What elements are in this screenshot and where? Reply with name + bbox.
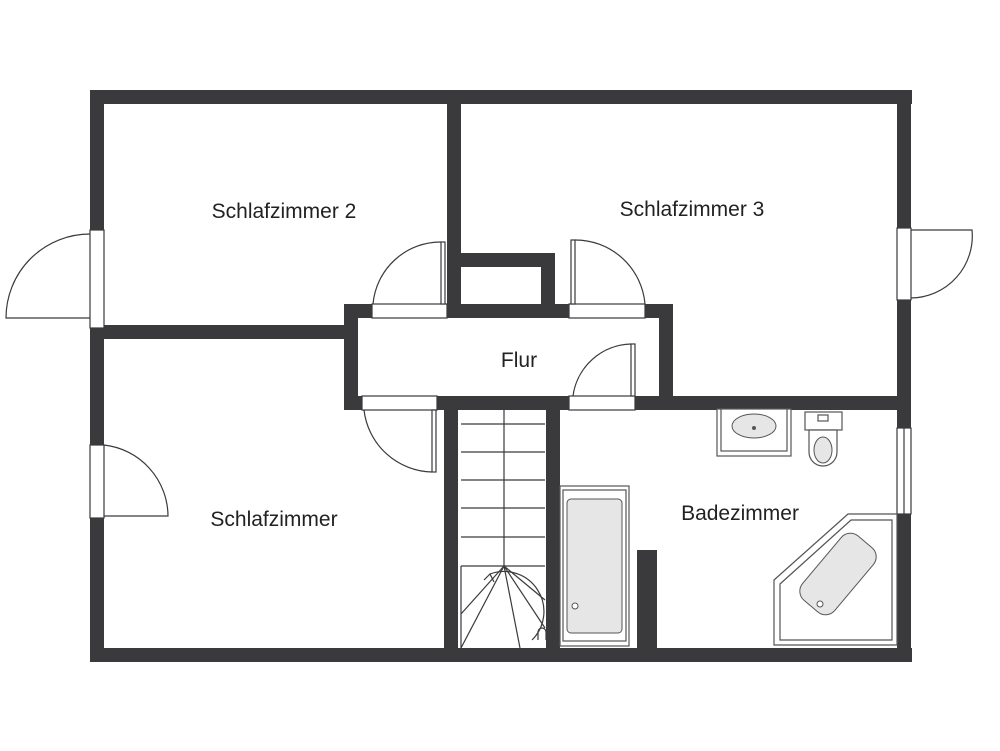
wall-bath-top (635, 396, 911, 410)
wall-left-lower (90, 518, 104, 662)
washbasin-icon (716, 408, 792, 457)
stair-start-mark (537, 627, 557, 640)
wall-flur-bottom-left (344, 396, 362, 410)
room-label-badezimmer: Badezimmer (681, 502, 799, 525)
wall-niche-top (447, 253, 555, 267)
wall-top (90, 90, 912, 104)
interior-walls (90, 90, 911, 662)
bathtub-icon (559, 485, 630, 647)
wall-bottom (90, 648, 912, 662)
room-label-schlafzimmer-3: Schlafzimmer 3 (620, 198, 765, 221)
wall-niche-right (541, 253, 555, 308)
room-label-flur: Flur (501, 349, 537, 372)
wall-right-upper (897, 90, 911, 228)
wall-flur-left (344, 304, 358, 410)
window-bathroom (896, 427, 912, 515)
door-bathroom (568, 343, 636, 411)
wall-stairs-bath (546, 396, 560, 662)
wall-flur-top-mid (447, 304, 569, 318)
door-bedroom (361, 395, 438, 473)
wall-flur-bottom-mid (437, 396, 569, 410)
room-label-schlafzimmer-2: Schlafzimmer 2 (212, 200, 357, 223)
door-bedroom2-exterior (5, 229, 105, 329)
toilet-icon (804, 411, 843, 467)
wall-flur-right (659, 304, 673, 410)
corner-bathtub-icon (773, 513, 898, 646)
wall-bath-stub (637, 550, 657, 662)
wall-left-upper (90, 90, 104, 230)
door-bedroom-exterior (89, 444, 169, 519)
wall-right-lower (897, 514, 911, 662)
wall-bedroom2-bottom (90, 325, 358, 339)
room-label-schlafzimmer: Schlafzimmer (210, 508, 337, 531)
door-bedroom2 (371, 241, 448, 319)
staircase (460, 398, 557, 649)
door-bedroom3-exterior (896, 227, 973, 301)
wall-bedroom-stairs (444, 396, 458, 662)
wall-bedroom2-3-divider (447, 90, 461, 308)
wall-left-middle (90, 328, 104, 445)
door-bedroom3 (568, 239, 646, 319)
